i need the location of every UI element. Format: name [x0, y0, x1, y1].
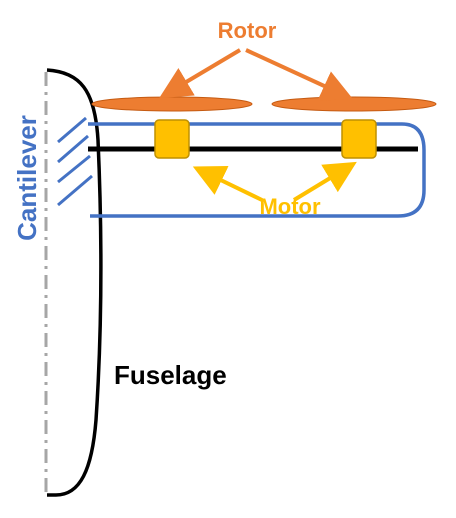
cantilever-label: Cantilever: [12, 115, 42, 241]
motor-arrow-right: [292, 161, 357, 202]
fuselage-label: Fuselage: [114, 360, 227, 390]
rotor-right: [271, 96, 437, 112]
motor-label: Motor: [259, 194, 321, 219]
rotor-label: Rotor: [218, 18, 277, 43]
fuselage-outline: [46, 68, 103, 497]
rotor-arrow-left: [159, 48, 242, 99]
rotor-left: [91, 96, 253, 112]
motor-left: [154, 119, 190, 159]
motor-right: [341, 119, 377, 159]
motor-arrow-left: [192, 166, 263, 202]
cantilever-hatch: [57, 116, 93, 207]
rotor-arrow-right: [245, 48, 354, 101]
cantilever-arm: [88, 122, 426, 218]
